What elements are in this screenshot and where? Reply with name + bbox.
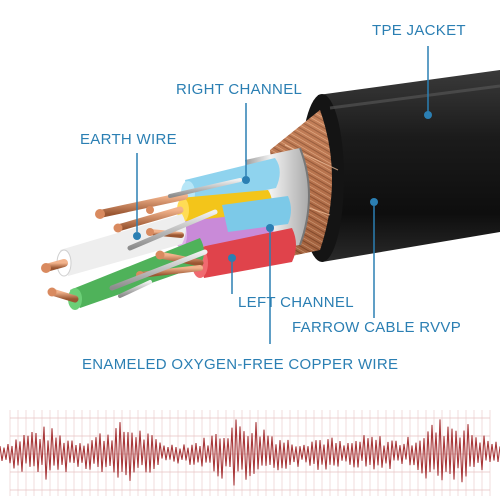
- farrow-cable-label: FARROW CABLE RVVP: [292, 319, 462, 336]
- wire-red: [196, 228, 296, 278]
- wire-blue-2: [222, 196, 291, 232]
- enameled-wire-label: ENAMELED OXYGEN-FREE COPPER WIRE: [82, 356, 399, 373]
- right-channel-label: RIGHT CHANNEL: [176, 81, 303, 98]
- tpe-jacket-label: TPE JACKET: [372, 22, 466, 39]
- waveform-line: [0, 419, 500, 486]
- earth-wire-label: EARTH WIRE: [80, 131, 177, 148]
- leader-lines: [133, 46, 432, 344]
- copper-conductors: [41, 178, 242, 303]
- audio-waveform: [0, 410, 500, 496]
- left-channel-label: LEFT CHANNEL: [238, 294, 354, 311]
